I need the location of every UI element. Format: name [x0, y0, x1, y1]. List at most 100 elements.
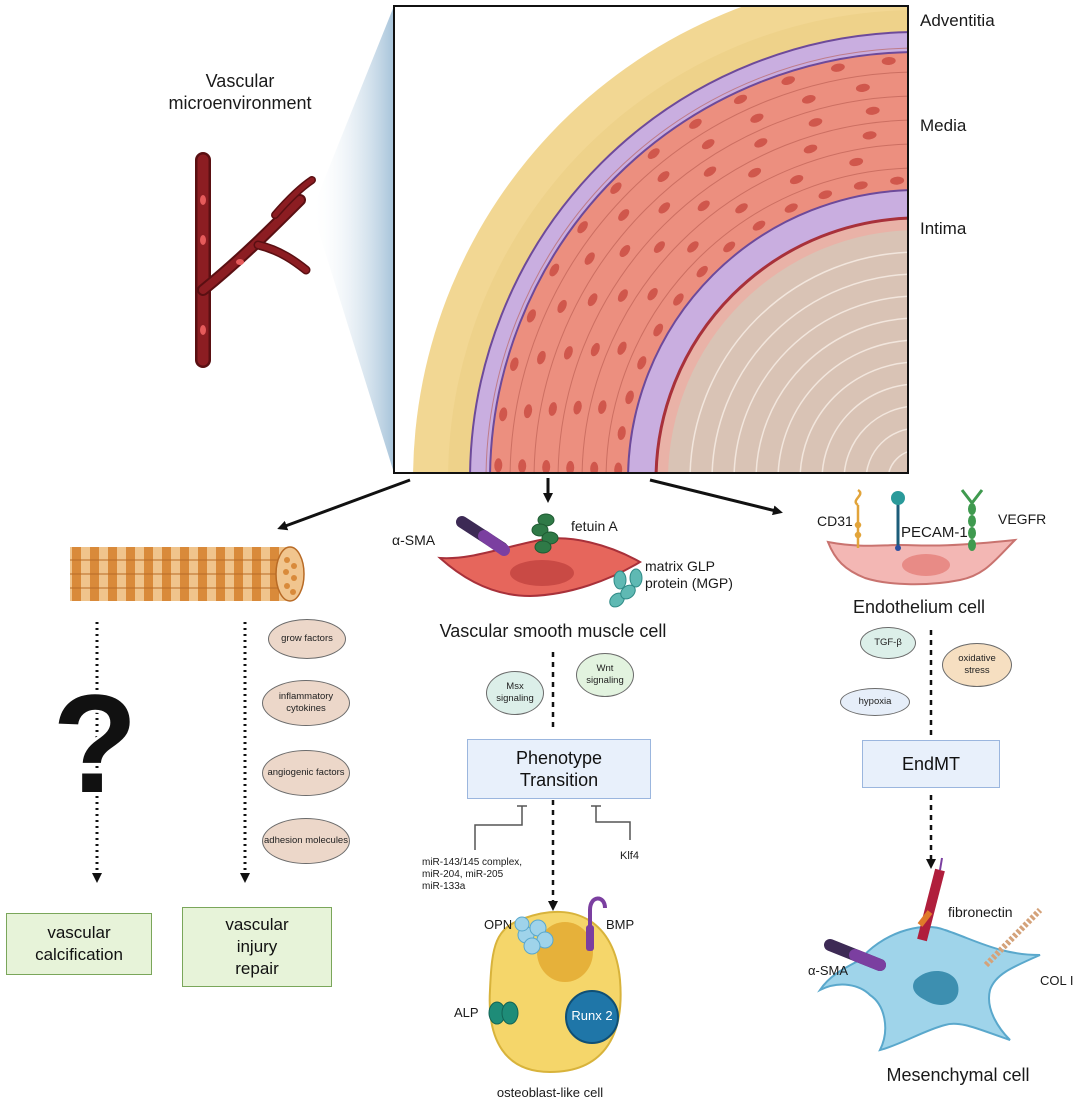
media-cell-nucleus	[563, 346, 573, 360]
media-cell-nucleus	[526, 309, 536, 323]
vessel-cross-section	[393, 5, 938, 474]
vsmc-label: Vascular smooth muscle cell	[439, 621, 667, 641]
opn-icon	[514, 916, 554, 955]
media-cell-nucleus	[754, 138, 768, 148]
bmp-icon	[586, 896, 607, 951]
media-cell-nucleus	[577, 221, 588, 234]
media-cell-nucleus	[653, 323, 664, 337]
media-cell-nucleus	[803, 144, 818, 154]
vessel-title-line1: Vascular	[205, 71, 275, 91]
media-cell-nucleus	[911, 152, 925, 160]
endmt-box: EndMT	[862, 740, 1000, 788]
mirna-line2: miR-204, miR-205	[422, 869, 504, 880]
media-cell-nucleus	[865, 106, 880, 115]
layer-label-media: Media	[920, 116, 967, 135]
mes-asma-icon	[824, 939, 886, 971]
media-cell-nucleus	[911, 80, 925, 88]
media-cell-nucleus	[855, 83, 870, 92]
media-cell-nucleus	[637, 356, 647, 370]
phenotype-transition-box: Phenotype Transition	[467, 739, 651, 799]
mes-asma-label: α-SMA	[808, 963, 849, 978]
tgf-beta-oval: TGF-β	[860, 627, 916, 659]
media-cell-nucleus	[696, 265, 708, 278]
runx2-label: Runx 2	[571, 1008, 613, 1023]
media-cell-nucleus	[697, 200, 710, 212]
mesenchymal-cell	[817, 925, 1041, 1052]
transition-line2: Transition	[519, 770, 599, 790]
fibronectin-label: fibronectin	[948, 904, 1013, 920]
media-cell-nucleus	[619, 244, 631, 258]
question-mark: ?	[52, 665, 138, 822]
media-cell-nucleus	[808, 118, 823, 127]
vessel-title: Vascular microenvironment	[140, 70, 340, 114]
media-cell-nucleus	[587, 293, 598, 307]
media-cell-nucleus	[566, 460, 575, 473]
repair-line3: repair	[235, 959, 279, 978]
wnt-line2: signaling	[586, 675, 624, 686]
media-cell-nucleus	[658, 202, 671, 214]
media-cell-nucleus	[617, 341, 627, 355]
media-cell-nucleus	[784, 203, 798, 213]
oxidative-line1: oxidative	[958, 653, 996, 664]
media-cell-nucleus	[618, 209, 630, 221]
mgp-label-line1: matrix GLP	[645, 558, 716, 574]
media-cell-nucleus	[647, 148, 660, 159]
media-cell-nucleus	[584, 252, 595, 265]
media-cell-nucleus	[689, 118, 702, 129]
media-cell-nucleus	[701, 139, 715, 150]
runx2-icon	[565, 990, 619, 1044]
media-cells	[485, 47, 938, 473]
media-cell-nucleus	[653, 241, 665, 253]
osteoblast-label: osteoblast-like cell	[496, 1085, 604, 1100]
media-cell-nucleus	[494, 458, 503, 473]
mirna-line3: miR-133a	[422, 881, 466, 892]
col1-icon	[983, 907, 1043, 968]
factor-angiogenic-factors: angiogenic factors	[262, 750, 350, 796]
media-cell-nucleus	[617, 289, 628, 302]
media-cell-nucleus	[750, 113, 764, 123]
vegfr-label: VEGFR	[998, 511, 1047, 527]
smooth-muscle-cell	[437, 537, 642, 598]
media-cell-nucleus	[549, 263, 560, 277]
media-cell-nucleus	[849, 157, 864, 167]
media-cell-nucleus	[523, 404, 533, 419]
vessel-lumen	[668, 230, 908, 473]
asma-marker-icon	[456, 516, 510, 556]
hypoxia-oval: hypoxia	[840, 688, 910, 716]
mirna-line1: miR-143/145 complex,	[422, 857, 523, 868]
media-cell-nucleus	[687, 241, 699, 253]
mgp-label: matrix GLP protein (MGP)	[645, 558, 733, 592]
media-cell-nucleus	[723, 241, 736, 253]
vessel-title-line2: microenvironment	[168, 93, 312, 113]
col1-label: COL I	[1040, 973, 1074, 988]
media-cell-nucleus	[703, 166, 717, 177]
media-cell-nucleus	[853, 181, 868, 190]
pecam-1-icon	[891, 491, 905, 551]
media-cell-nucleus	[862, 131, 877, 140]
factor-grow-factors: grow factors	[268, 619, 346, 659]
media-cell-nucleus	[509, 357, 519, 372]
media-cell-nucleus	[625, 390, 634, 405]
media-cell-nucleus	[801, 94, 816, 104]
repair-line2: injury	[236, 937, 278, 956]
media-cell-nucleus	[610, 182, 622, 194]
cd31-icon	[854, 488, 862, 548]
factor-inflammatory-cytokines: inflammatory cytokines	[262, 680, 350, 726]
wnt-line1: Wnt	[596, 663, 614, 674]
msx-line2: signaling	[496, 693, 534, 704]
media-cell-nucleus	[818, 190, 833, 200]
media-cell-nucleus	[924, 104, 938, 112]
media-cell-nucleus	[537, 350, 546, 365]
media-cell-nucleus	[518, 459, 527, 473]
transition-line1: Phenotype	[515, 748, 603, 768]
klf4-label: Klf4	[620, 850, 639, 862]
media-cell-nucleus	[573, 400, 582, 415]
media-cell-nucleus	[748, 167, 762, 178]
media-cell-nucleus	[617, 426, 626, 441]
zoom-wedge	[312, 6, 394, 473]
repair-line1: vascular	[225, 915, 289, 934]
